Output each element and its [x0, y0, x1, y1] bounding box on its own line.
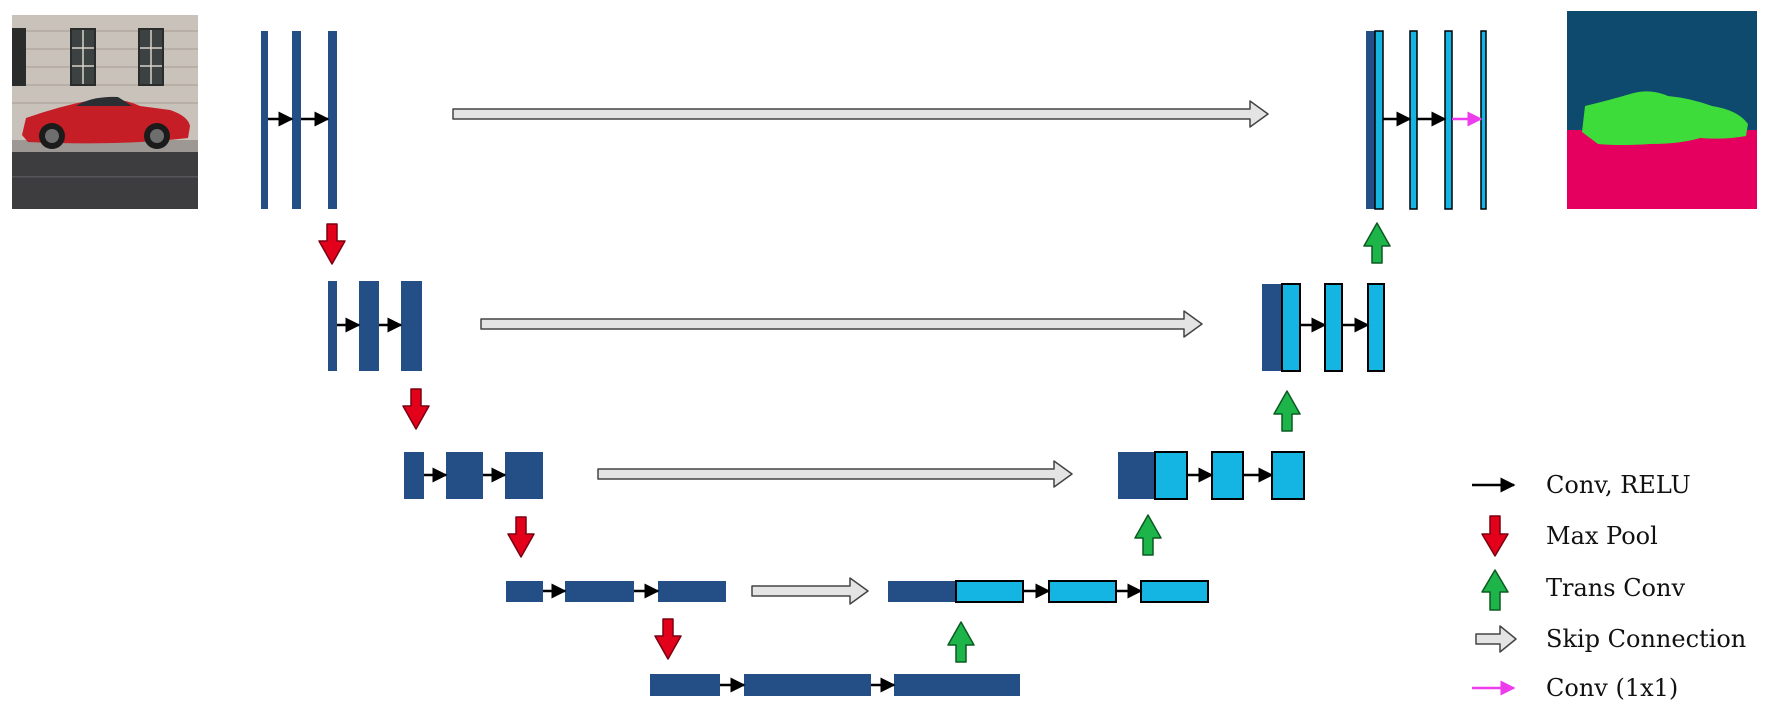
encoder-path — [261, 31, 1020, 696]
bottleneck-block-3 — [894, 674, 1020, 696]
output-segmentation — [1567, 11, 1757, 209]
encoder-l2-block-1 — [328, 281, 337, 371]
encoder-l2-block-3 — [401, 281, 422, 371]
encoder-l1-block-1 — [261, 31, 268, 209]
max-pool-arrow — [402, 388, 430, 430]
legend-skip-connection-icon — [1475, 625, 1517, 653]
encoder-l4-block-3 — [658, 581, 726, 602]
skip-arrow-level-1 — [452, 100, 1269, 128]
decoder-l1-output-block — [1480, 30, 1487, 210]
legend-skip-connection-label: Skip Connection — [1546, 625, 1746, 653]
decoder-l1-block-3 — [1444, 30, 1453, 210]
input-image — [12, 15, 198, 209]
max-pool-arrows — [318, 223, 682, 660]
legend-trans-conv-icon — [1481, 569, 1509, 611]
legend-trans-conv-label: Trans Conv — [1546, 574, 1685, 602]
trans-conv-arrow — [1363, 222, 1391, 264]
skip-arrow-level-3 — [597, 460, 1073, 488]
encoder-l2-block-2 — [359, 281, 379, 371]
conv-arrows — [268, 111, 1447, 693]
skip-arrow-level-4 — [751, 577, 869, 605]
decoder-l2-skip-block — [1262, 284, 1282, 371]
decoder-l3-block-2 — [1211, 451, 1244, 500]
decoder-l2-block-3 — [1367, 283, 1385, 372]
decoder-l3-upconv-block — [1154, 451, 1188, 500]
decoder-l4-block-2 — [1048, 580, 1117, 603]
legend-conv-1x1-label: Conv (1x1) — [1546, 674, 1678, 702]
seg-car-region — [1582, 91, 1748, 145]
decoder-l3-skip-block — [1118, 452, 1155, 499]
encoder-l3-block-2 — [446, 452, 483, 499]
decoder-l4-skip-block — [888, 581, 956, 602]
legend-max-pool-label: Max Pool — [1546, 522, 1658, 550]
decoder-l4-block-3 — [1140, 580, 1209, 603]
legend: Conv, RELU Max Pool Trans Conv Skip Conn… — [1472, 471, 1746, 702]
max-pool-arrow — [318, 223, 346, 265]
legend-max-pool-icon — [1481, 515, 1509, 557]
max-pool-arrow — [507, 516, 535, 558]
decoder-path — [888, 30, 1487, 603]
legend-conv-relu-label: Conv, RELU — [1546, 471, 1691, 499]
decoder-l1-block-2 — [1409, 30, 1418, 210]
decoder-l3-block-3 — [1271, 451, 1305, 500]
encoder-l3-block-1 — [404, 452, 424, 499]
trans-conv-arrow — [947, 621, 975, 663]
trans-conv-arrows — [947, 222, 1391, 663]
decoder-l2-upconv-block — [1281, 283, 1301, 372]
decoder-l1-skip-block — [1366, 31, 1375, 209]
decoder-l1-upconv-block — [1374, 30, 1384, 210]
bottleneck-block-2 — [744, 674, 871, 696]
trans-conv-arrow — [1273, 390, 1301, 432]
max-pool-arrow — [654, 618, 682, 660]
trans-conv-arrow — [1134, 514, 1162, 556]
decoder-l2-block-2 — [1324, 283, 1343, 372]
encoder-l4-block-1 — [506, 581, 543, 602]
bottleneck-block-1 — [650, 674, 720, 696]
decoder-l4-upconv-block — [955, 580, 1024, 603]
encoder-l1-block-2 — [292, 31, 301, 209]
encoder-l4-block-2 — [565, 581, 634, 602]
skip-arrow-level-2 — [480, 310, 1203, 338]
skip-connections — [452, 100, 1269, 605]
encoder-l1-block-3 — [328, 31, 337, 209]
encoder-l3-block-3 — [505, 452, 543, 499]
